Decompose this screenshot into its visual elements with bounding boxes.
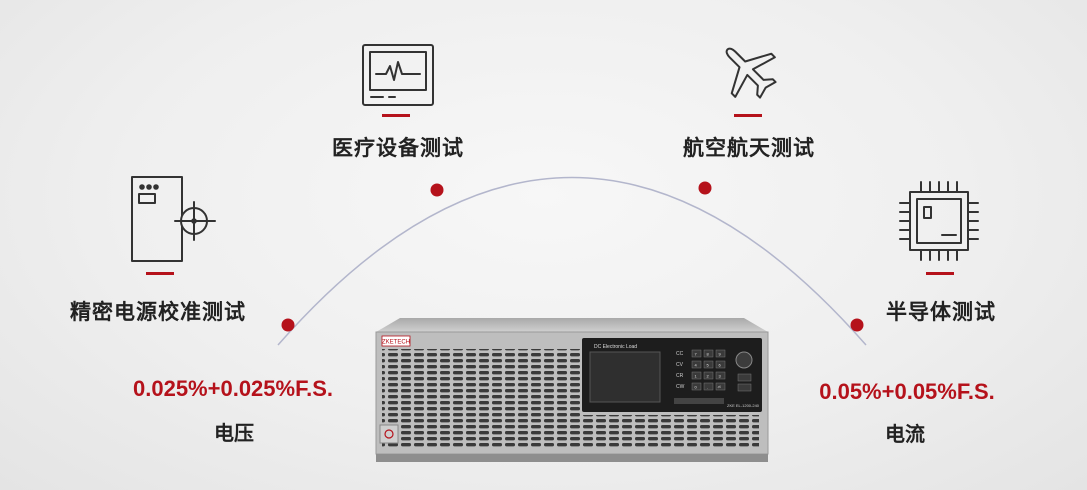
key-dot[interactable]: .	[707, 385, 708, 390]
arc-dot-medical	[430, 183, 444, 197]
aerospace-dash	[734, 114, 762, 117]
screen-title: DC Electronic Load	[594, 344, 637, 350]
power-icon	[384, 429, 394, 439]
arc-dot-semiconductor	[850, 318, 864, 332]
arc-dot-calibration	[281, 318, 295, 332]
device-top	[376, 318, 768, 332]
key-7[interactable]: 7	[695, 352, 698, 357]
device-vents-lower	[581, 415, 759, 448]
calibration-icon	[131, 176, 216, 262]
model-text: ZKE EL-1200-240	[727, 403, 760, 408]
soft-keys[interactable]	[674, 398, 724, 404]
electronic-load-device: ZKETECH DC Electronic Load CC CV CR CW 7…	[375, 318, 769, 462]
airplane-icon	[725, 47, 777, 99]
voltage-spec-label: 电压	[214, 421, 254, 445]
key-1[interactable]: 1	[695, 374, 698, 379]
key-2[interactable]: 2	[707, 374, 710, 379]
arc-line	[277, 176, 867, 346]
key-8[interactable]: 8	[707, 352, 710, 357]
key-5[interactable]: 5	[707, 363, 710, 368]
key-enter[interactable]: ⏎	[718, 385, 722, 390]
mode-key-cw[interactable]: CW	[676, 384, 685, 390]
label-medical: 医疗设备测试	[332, 136, 464, 160]
current-spec-value: 0.05%+0.05%F.S.	[819, 379, 995, 404]
key-3[interactable]: 3	[719, 374, 722, 379]
power-button[interactable]	[379, 424, 399, 444]
key-4[interactable]: 4	[695, 363, 698, 368]
brand-logo	[381, 335, 411, 347]
arc-dot-aerospace	[698, 181, 712, 195]
mode-key-cr[interactable]: CR	[676, 373, 684, 379]
rotary-knob[interactable]	[735, 351, 753, 369]
voltage-spec-value: 0.025%+0.025%F.S.	[133, 376, 333, 401]
current-spec-label: 电流	[885, 422, 925, 446]
label-calibration: 精密电源校准测试	[70, 300, 246, 324]
lcd-screen	[589, 351, 661, 403]
function-key[interactable]	[737, 383, 752, 392]
device-vents-left	[382, 349, 582, 447]
mode-key-cc[interactable]: CC	[676, 351, 684, 357]
semiconductor-dash	[926, 272, 954, 275]
label-aerospace: 航空航天测试	[683, 136, 815, 160]
chip-icon	[899, 181, 979, 261]
monitor-icon	[362, 44, 434, 106]
key-9[interactable]: 9	[719, 352, 722, 357]
brand-logo-text: ZKETECH	[382, 340, 410, 346]
mode-key-cv[interactable]: CV	[676, 362, 684, 368]
function-key[interactable]	[737, 373, 752, 382]
key-0[interactable]: 0	[695, 385, 698, 390]
device-base	[376, 454, 768, 462]
medical-dash	[382, 114, 410, 117]
calibration-dash	[146, 272, 174, 275]
key-6[interactable]: 6	[719, 363, 722, 368]
keypad: 7 8 9 4 5 6 1 2 3 0 . ⏎	[691, 349, 726, 391]
label-semiconductor: 半导体测试	[886, 300, 996, 324]
